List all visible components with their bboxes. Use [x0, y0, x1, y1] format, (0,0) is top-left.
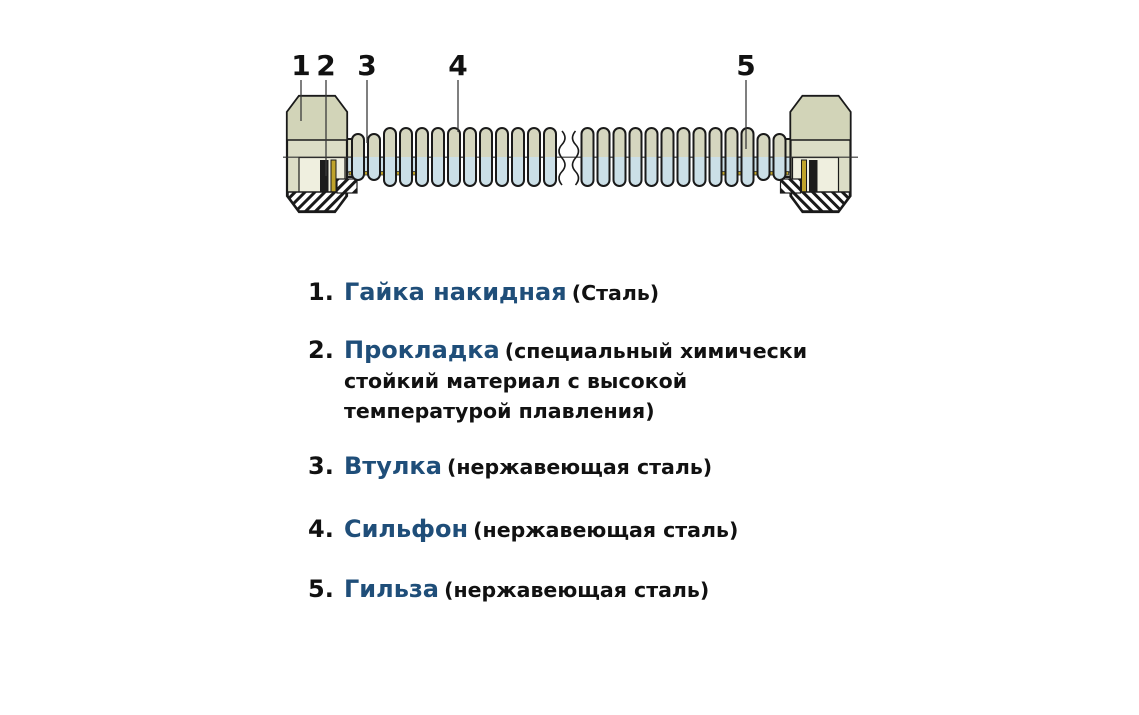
callout-number-1: 1: [291, 49, 310, 82]
legend-item-nut: 1. Гайка накидная (Сталь): [308, 278, 849, 309]
legend-item-number: 2.: [308, 336, 334, 364]
legend-item-number: 4.: [308, 515, 334, 543]
legend-item-name: Гильза: [344, 575, 440, 603]
legend-item-number: 1.: [308, 278, 334, 306]
legend-item-number: 3.: [308, 452, 334, 480]
legend-item-name: Гайка накидная: [344, 278, 567, 306]
legend-item-material: (нержавеющая сталь): [444, 578, 710, 602]
legend-item-bushing: 3. Втулка (нержавеющая сталь): [308, 452, 849, 483]
callout-number-3: 3: [357, 49, 376, 82]
legend-item-material: (нержавеющая сталь): [473, 518, 739, 542]
legend-item-material: (Сталь): [571, 281, 660, 305]
legend-item-number: 5.: [308, 575, 334, 603]
callout-number-2: 2: [316, 49, 335, 82]
legend-item-bellows: 4. Сильфон (нержавеющая сталь): [308, 515, 849, 546]
legend-item-gasket: 2. Прокладка (специальный химически стой…: [308, 336, 849, 427]
callout-number-5: 5: [736, 49, 755, 82]
legend-item-material: (нержавеющая сталь): [447, 455, 713, 479]
legend-item-name: Прокладка: [344, 336, 500, 364]
legend-item-sleeve: 5. Гильза (нержавеющая сталь): [308, 575, 849, 606]
legend-item-name: Сильфон: [344, 515, 469, 543]
legend-item-material: (специальный химически стойкий материал …: [344, 339, 808, 423]
callout-number-4: 4: [448, 49, 467, 82]
legend-item-name: Втулка: [344, 452, 442, 480]
